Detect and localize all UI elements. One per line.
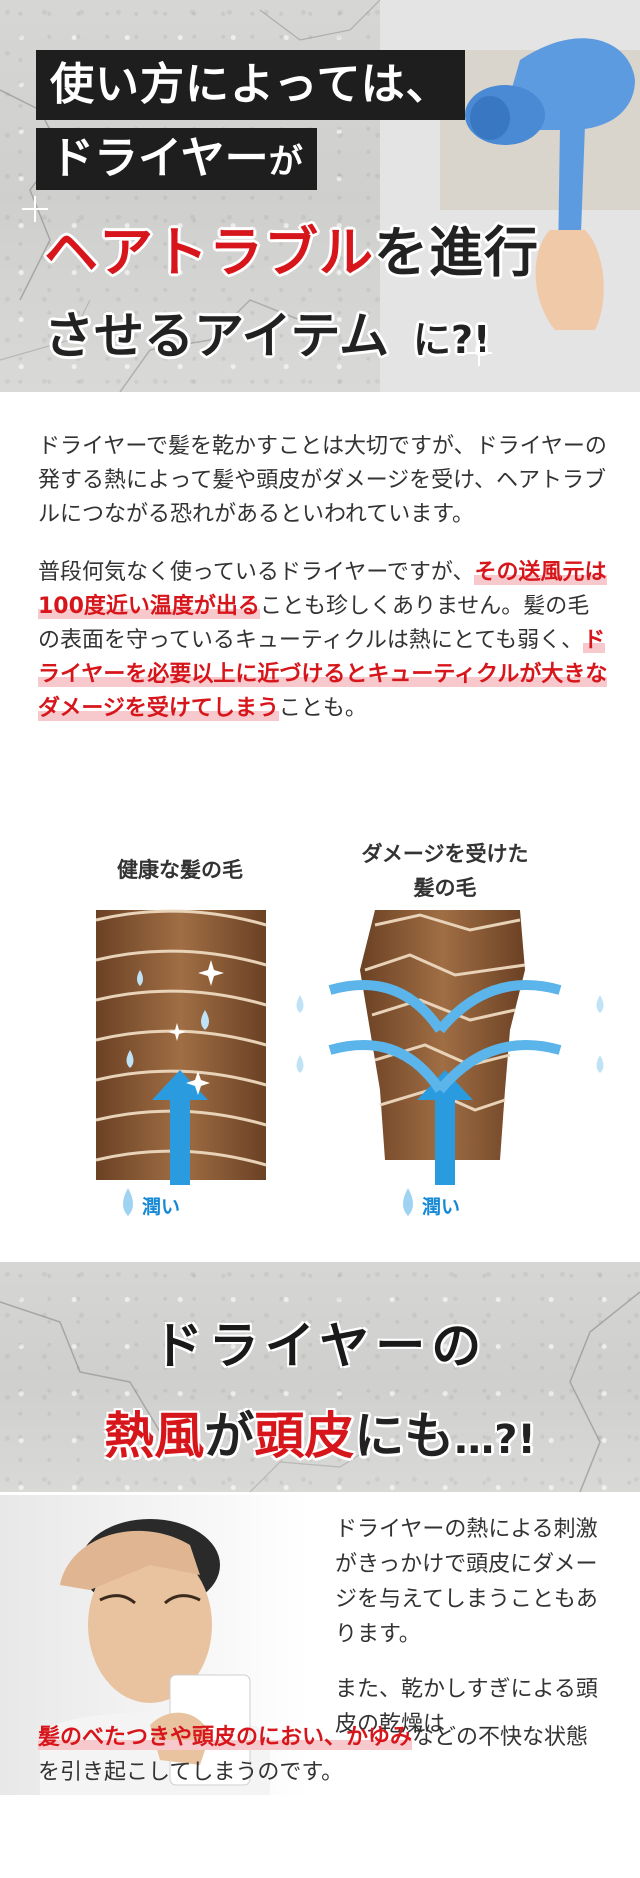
intro-paragraph-1: ドライヤーで髪を乾かすことは大切ですが、ドライヤーの発する熱によって髪や頭皮がダ… [38,434,607,527]
damaged-hair-label-1: ダメージを受けた [361,842,529,866]
intro-p2-text-b: ことも珍しくありません。髪の毛の表面を守っているキューティクルは熱にとても弱く、 [38,594,590,653]
hero-headline-line1: 使い方によっては、 [36,50,465,120]
damaged-hair-label-2: 髪の毛 [413,876,477,900]
scalp-heading-line1: ドライヤーの [152,1316,488,1375]
scalp-discomfort-text: 髪のべたつきや頭皮のにおい、かゆみなどの不快な状態を引き起こしてしまうのです。 [38,1720,608,1790]
hero-hair-trouble: ヘアトラブル [44,221,374,284]
intro-p2-text-a: 普段何気なく使っているドライヤーですが、 [38,560,475,585]
hero-particle: が [268,142,303,182]
damaged-hair-strand [296,910,604,1185]
hero-progress-word: を進行 [374,221,539,284]
hero-headline-line3: ヘアトラブルを進行 [44,208,539,287]
moisture-label-healthy: 潤い [142,1196,181,1218]
healthy-hair-label: 健康な髪の毛 [117,858,243,882]
plus-mark-decoration-2 [466,340,492,366]
plus-mark-decoration [22,196,48,222]
moisture-label-damaged: 潤い [422,1196,461,1218]
water-drop-icon [123,1188,133,1216]
concrete-cracks-decoration-2 [0,1291,640,1492]
scalp-particle-1: が [204,1407,255,1465]
intro-text: ドライヤーで髪を乾かすことは大切ですが、ドライヤーの発する熱によって髪や頭皮がダ… [38,430,608,750]
hair-comparison-diagram: 健康な髪の毛 ダメージを受けた 髪の毛 [0,830,640,1230]
water-drop-icon-2 [403,1188,413,1216]
intro-paragraph-2: 普段何気なく使っているドライヤーですが、その送風元は100度近い温度が出ることも… [38,556,608,726]
scalp-damage-text: ドライヤーの熱による刺激がきっかけで頭皮にダメージを与えてしまうこともあります。… [335,1512,615,1762]
hot-air-word: 熱風 [104,1407,205,1465]
hero-question: に?! [413,318,491,362]
scalp-word: 頭皮 [254,1407,355,1465]
hair-strand-illustrations [95,909,604,1216]
hero-banner: 使い方によっては、 ドライヤーが ヘアトラブルを進行 させるアイテムに?! [0,0,640,392]
scalp-paragraph-1: ドライヤーの熱による刺激がきっかけで頭皮にダメージを与えてしまうこともあります。 [335,1517,598,1647]
scalp-question: …?! [454,1417,536,1463]
healthy-hair-strand [95,909,267,1185]
intro-p2-text-c: ことも。 [278,696,367,721]
highlight-stickiness-odor-itch: 髪のべたつきや頭皮のにおい、かゆみ [38,1725,413,1750]
scalp-tail-text: などの不快な状態を引き起こしてしまうのです。 [38,1725,589,1785]
hero-headline-line2: ドライヤーが [36,128,317,190]
scalp-particle-2: にも [354,1407,455,1465]
hero-dryer-word: ドライヤー [50,133,269,184]
hero-item-word: させるアイテム [44,307,389,365]
scalp-heat-banner: ドライヤーの 熱風が頭皮にも…?! [0,1262,640,1492]
hero-headline-line4: させるアイテムに?! [44,296,490,368]
scalp-heading-line2: 熱風が頭皮にも…?! [0,1396,640,1468]
